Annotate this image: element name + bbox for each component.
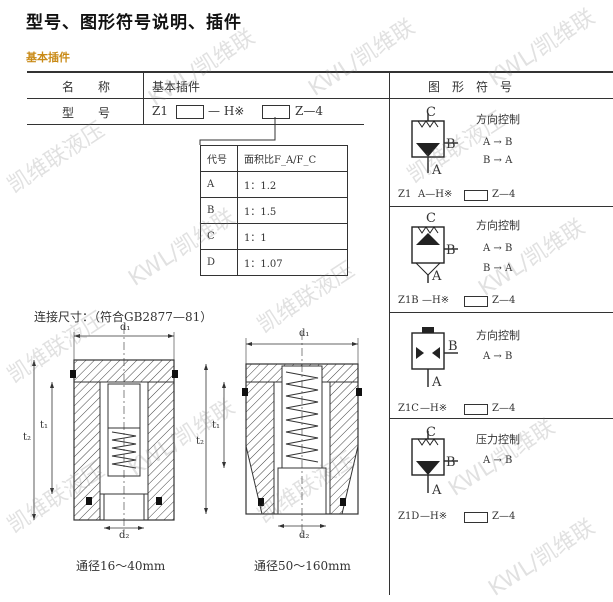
table-row: C 1：1 bbox=[200, 223, 348, 250]
symbol-flow-1: A → B bbox=[483, 455, 513, 466]
model-code-box-1 bbox=[176, 105, 204, 119]
symbol-flow-1: A → B bbox=[483, 243, 513, 254]
model-label: 型 号 bbox=[62, 106, 111, 120]
symbol-code-3: Z—4 bbox=[492, 295, 516, 306]
ratio-header-code: 代号 bbox=[200, 145, 238, 172]
dimension-t1-left: t₁ bbox=[40, 420, 49, 431]
model-code-box-2 bbox=[262, 105, 290, 119]
dimension-t1-right: t₁ bbox=[212, 420, 221, 431]
dimension-d1-right: d₁ bbox=[299, 328, 310, 339]
ratio-header-ratio: 面积比F_A/F_C bbox=[237, 145, 348, 172]
ratio-value: 1：1.2 bbox=[237, 171, 348, 198]
symbol-port-c: C bbox=[426, 425, 436, 440]
caption-large-bore: 通径50～160mm bbox=[254, 559, 351, 573]
symbol-function-title: 方向控制 bbox=[476, 219, 520, 232]
cartridge-symbol-icon bbox=[411, 113, 458, 173]
ratio-value: 1：1 bbox=[237, 223, 348, 250]
connection-dimensions-title: 连接尺寸：（符合GB2877—81） bbox=[34, 310, 213, 324]
symbol-port-b: B bbox=[446, 455, 456, 470]
symbol-flow-2: B → A bbox=[483, 263, 513, 274]
area-ratio-table: 代号 面积比F_A/F_C A 1：1.2 B 1：1.5 C 1：1 D 1：… bbox=[200, 145, 348, 276]
table-row: B 1：1.5 bbox=[200, 197, 348, 224]
symbol-block-2: C B A 方向控制 A → B B → A Z1B —H※ Z—4 bbox=[390, 207, 612, 311]
caption-small-bore: 通径16～40mm bbox=[76, 559, 166, 573]
cartridge-symbol-icon bbox=[411, 327, 458, 387]
symbol-flow-1: A → B bbox=[483, 137, 513, 148]
symbol-flow-2: B → A bbox=[483, 155, 513, 166]
dimension-d1-left: d₁ bbox=[120, 322, 131, 333]
symbol-port-a: A bbox=[432, 269, 442, 284]
cross-section-large-bore bbox=[204, 332, 362, 540]
name-value: 基本插件 bbox=[152, 80, 201, 94]
ratio-code: A bbox=[200, 171, 238, 198]
table-row-divider bbox=[27, 98, 613, 99]
symbol-code-box bbox=[464, 512, 488, 523]
watermark-text: KWL/凯维联 bbox=[304, 14, 420, 102]
ratio-code: C bbox=[200, 223, 238, 250]
page-title: 型号、图形符号说明、插件 bbox=[26, 13, 242, 33]
symbol-flow-1: A → B bbox=[483, 351, 513, 362]
table-row: D 1：1.07 bbox=[200, 249, 348, 276]
symbol-code-2: —H※ bbox=[420, 403, 448, 414]
symbol-code-2: A—H※ bbox=[418, 189, 453, 200]
symbol-code-3: Z—4 bbox=[492, 189, 516, 200]
model-leader-line bbox=[199, 117, 276, 145]
symbol-divider-3 bbox=[389, 418, 613, 419]
symbol-divider-1 bbox=[389, 206, 613, 207]
symbol-code-box bbox=[464, 296, 488, 307]
symbol-port-c: C bbox=[426, 105, 436, 120]
symbol-code-1: Z1C bbox=[398, 403, 419, 414]
model-code-part-2: — H※ bbox=[208, 104, 245, 118]
cross-section-small-bore bbox=[32, 326, 178, 536]
section-title: 基本插件 bbox=[26, 51, 70, 64]
name-label: 名 称 bbox=[62, 80, 111, 94]
symbol-code-3: Z—4 bbox=[492, 403, 516, 414]
ratio-code: B bbox=[200, 197, 238, 224]
symbol-divider-2 bbox=[389, 312, 613, 313]
dimension-t2-right: t₂ bbox=[196, 436, 205, 447]
symbol-port-a: A bbox=[432, 483, 442, 498]
model-code-part-1: Z1 bbox=[152, 104, 168, 118]
dimension-t2-left: t₂ bbox=[23, 432, 32, 443]
symbol-code-1: Z1 bbox=[398, 189, 412, 200]
cartridge-symbol-icon bbox=[411, 431, 458, 493]
symbol-function-title: 方向控制 bbox=[476, 113, 520, 126]
symbol-function-title: 压力控制 bbox=[476, 433, 520, 446]
table-bottom-rule bbox=[27, 124, 364, 125]
table-top-rule bbox=[27, 71, 613, 73]
ratio-table-header-row: 代号 面积比F_A/F_C bbox=[200, 145, 348, 172]
table-row: A 1：1.2 bbox=[200, 171, 348, 198]
symbol-code-2: —H※ bbox=[422, 295, 450, 306]
cartridge-symbol-icon bbox=[411, 226, 458, 283]
symbol-block-1: C B A 方向控制 A → B B → A Z1 A—H※ Z—4 bbox=[390, 99, 612, 205]
model-code-part-3: Z—4 bbox=[295, 104, 323, 118]
symbol-code-3: Z—4 bbox=[492, 511, 516, 522]
symbol-block-4: C B A 压力控制 A → B Z1D —H※ Z—4 bbox=[390, 419, 612, 525]
symbol-port-b: B bbox=[448, 339, 458, 354]
symbol-code-box bbox=[464, 404, 488, 415]
dimension-d2-right: d₂ bbox=[299, 530, 310, 541]
symbol-port-c: C bbox=[426, 211, 436, 226]
table-col-divider-2 bbox=[389, 72, 390, 595]
symbol-function-title: 方向控制 bbox=[476, 329, 520, 342]
symbol-port-a: A bbox=[432, 163, 442, 178]
symbol-block-3: B A 方向控制 A → B Z1C —H※ Z—4 bbox=[390, 313, 612, 417]
symbol-header: 图 形 符 号 bbox=[428, 80, 513, 94]
dimension-d2-left: d₂ bbox=[119, 530, 130, 541]
symbol-code-1: Z1D bbox=[398, 511, 420, 522]
ratio-value: 1：1.5 bbox=[237, 197, 348, 224]
ratio-code: D bbox=[200, 249, 238, 276]
symbol-port-b: B bbox=[446, 243, 456, 258]
symbol-code-2: —H※ bbox=[420, 511, 448, 522]
ratio-value: 1：1.07 bbox=[237, 249, 348, 276]
symbol-code-box bbox=[464, 190, 488, 201]
table-col-divider-1 bbox=[143, 72, 144, 125]
symbol-code-1: Z1B bbox=[398, 295, 419, 306]
watermark-text: 凯维联液压 bbox=[3, 117, 110, 199]
symbol-port-a: A bbox=[432, 375, 442, 390]
symbol-port-b: B bbox=[446, 137, 456, 152]
